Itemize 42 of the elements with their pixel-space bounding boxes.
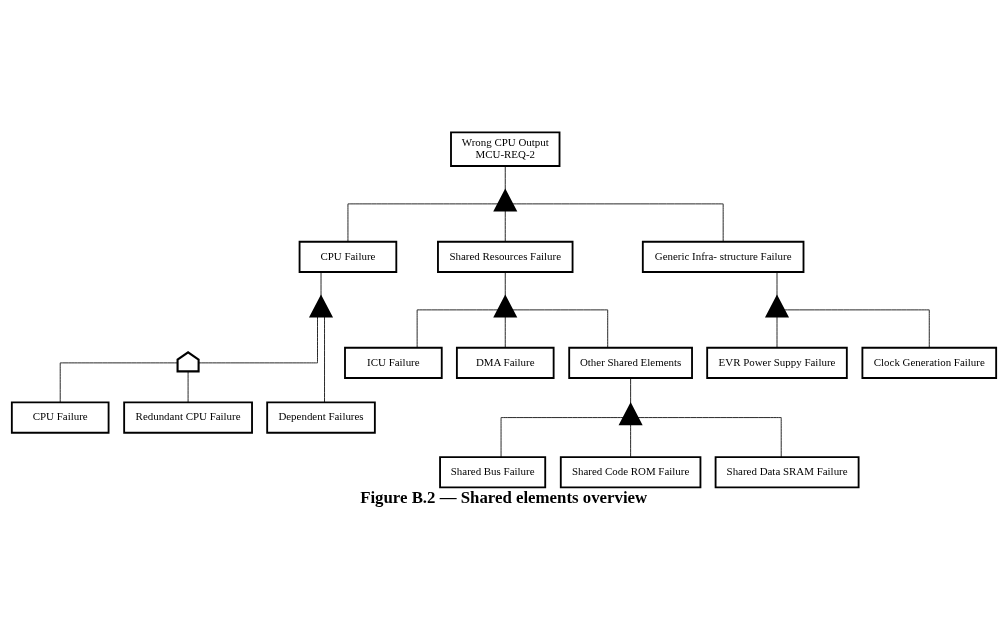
connector bbox=[320, 271, 322, 297]
connector bbox=[187, 370, 189, 403]
connector bbox=[500, 416, 624, 457]
node-box: DMA Failure bbox=[455, 346, 555, 379]
node-box: CPU Failure bbox=[10, 401, 110, 434]
node-or-gate bbox=[308, 293, 334, 318]
node-box: Shared Resources Failure bbox=[437, 240, 574, 273]
node-box: Wrong CPU Output MCU-REQ-2 bbox=[450, 130, 561, 167]
node-box: Shared Code ROM Failure bbox=[559, 455, 702, 488]
connector bbox=[416, 308, 499, 348]
connector bbox=[637, 416, 782, 457]
connector bbox=[504, 315, 506, 348]
node-or-gate bbox=[764, 293, 790, 318]
connector bbox=[504, 209, 506, 242]
node-box: CPU Failure bbox=[298, 240, 398, 273]
node-box: Other Shared Elements bbox=[568, 346, 693, 379]
connector bbox=[504, 271, 506, 297]
node-box: Shared Data SRAM Failure bbox=[714, 455, 860, 488]
node-or-gate bbox=[493, 293, 518, 318]
node-box: Clock Generation Failure bbox=[861, 346, 998, 379]
node-or-gate bbox=[618, 401, 643, 425]
connector bbox=[512, 202, 724, 242]
connector bbox=[324, 315, 325, 403]
connector bbox=[59, 361, 178, 403]
connector bbox=[511, 308, 609, 348]
node-box: Dependent Failures bbox=[266, 401, 376, 434]
connector bbox=[776, 271, 778, 297]
connector bbox=[776, 315, 778, 348]
node-box: Shared Bus Failure bbox=[439, 455, 547, 488]
connector bbox=[630, 423, 632, 457]
node-box: ICU Failure bbox=[344, 346, 443, 379]
node-box: Generic Infra- structure Failure bbox=[641, 240, 805, 273]
node-box: Redundant CPU Failure bbox=[123, 401, 253, 434]
connector bbox=[630, 377, 632, 404]
node-or-gate bbox=[493, 187, 518, 212]
connector bbox=[504, 165, 506, 191]
node-box: EVR Power Suppy Failure bbox=[706, 346, 848, 379]
node-and-gate bbox=[176, 350, 200, 372]
caption: Figure B.2 — Shared elements overview bbox=[360, 487, 648, 507]
connector bbox=[347, 202, 499, 242]
connector bbox=[783, 308, 930, 348]
connector bbox=[198, 315, 318, 363]
